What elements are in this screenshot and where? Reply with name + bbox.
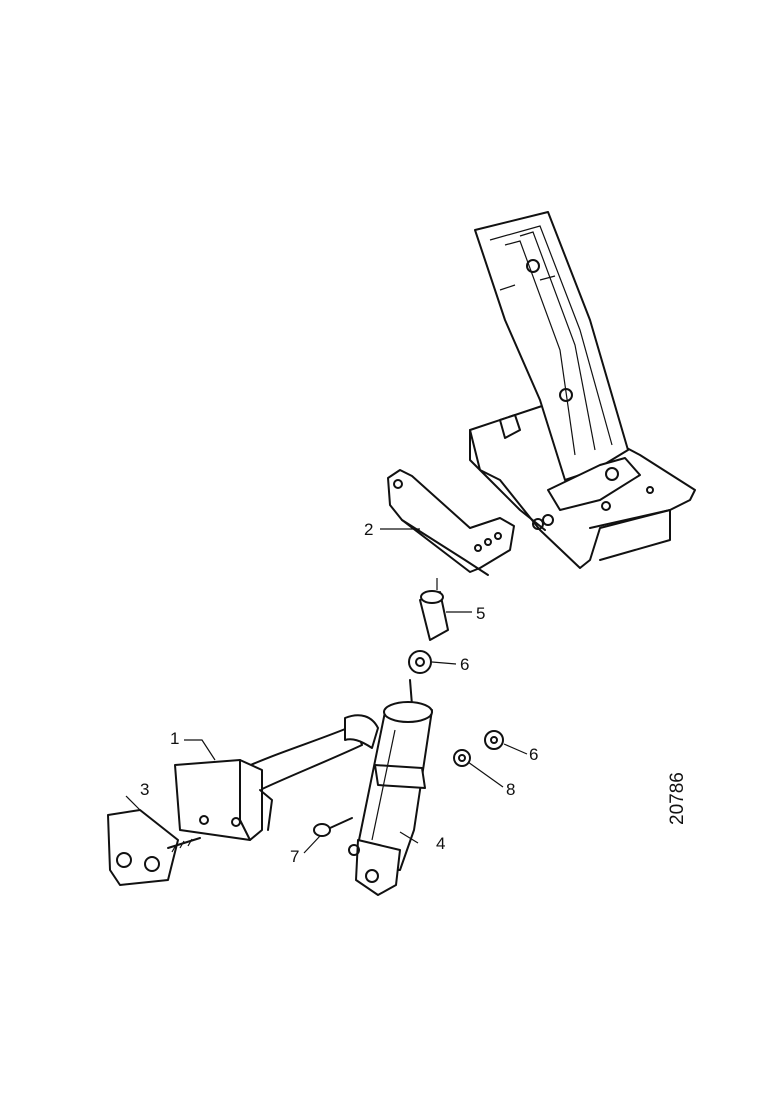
part-6-nut-lower — [484, 730, 504, 750]
callout-4: 4 — [436, 834, 445, 853]
callout-2: 2 — [364, 520, 373, 539]
part-6-nut-upper — [408, 650, 432, 674]
figure-number: 20786 — [667, 772, 688, 825]
callout-3: 3 — [140, 780, 149, 799]
callout-8: 8 — [506, 780, 515, 799]
leader-lines — [125, 528, 528, 854]
part-7-bolt — [313, 817, 353, 837]
callout-1: 1 — [170, 729, 179, 748]
callout-7: 7 — [290, 847, 299, 866]
callout-5: 5 — [476, 604, 485, 623]
part-1-mounting-bracket — [174, 714, 379, 841]
part-4-cylinder — [348, 679, 433, 896]
part-9-washer — [453, 749, 471, 767]
callouts: 1 2 3 4 5 6 6 7 8 — [140, 520, 538, 866]
callout-6-lower: 6 — [529, 745, 538, 764]
part-2-lever-bracket — [387, 469, 515, 576]
pedal-assembly — [469, 211, 696, 569]
callout-6-upper: 6 — [460, 655, 469, 674]
part-5-sleeve — [419, 578, 449, 641]
